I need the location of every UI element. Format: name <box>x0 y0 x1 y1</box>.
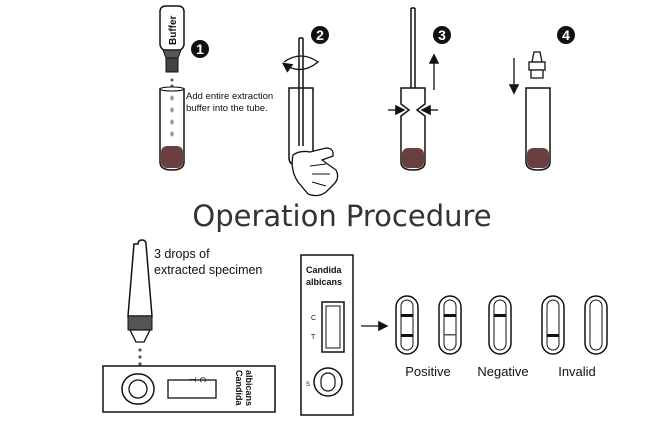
svg-text:4: 4 <box>562 27 570 43</box>
svg-text:Candida: Candida <box>234 370 244 406</box>
invalid-window-2 <box>584 295 608 355</box>
invalid-label: Invalid <box>558 364 596 379</box>
negative-label: Negative <box>477 364 528 379</box>
svg-text:C: C <box>311 315 316 322</box>
svg-text:T: T <box>188 377 197 382</box>
negative-window <box>488 295 512 355</box>
svg-text:Candida: Candida <box>306 265 342 275</box>
invalid-window-1 <box>541 295 565 355</box>
hand-icon <box>291 147 339 197</box>
svg-text:1: 1 <box>196 41 204 57</box>
control-band <box>494 314 506 317</box>
test-cassette-flat: T C Candida albicans <box>102 365 276 413</box>
step3-number-badge: 3 <box>433 26 451 44</box>
specimen-label-line1: 3 drops of <box>154 247 210 261</box>
svg-text:S: S <box>306 382 310 388</box>
step2-number-badge: 2 <box>311 26 329 44</box>
specimen-label-line2: extracted specimen <box>154 263 262 277</box>
test-cassette-vertical: Candida albicans C T S <box>300 254 354 416</box>
svg-text:albicans: albicans <box>306 277 342 287</box>
control-band <box>444 314 456 317</box>
page-heading: Operation Procedure <box>192 199 491 233</box>
svg-text:3: 3 <box>438 27 446 43</box>
dropper-cap <box>528 51 546 79</box>
step3-tube <box>400 87 426 171</box>
positive-label: Positive <box>405 364 451 379</box>
svg-text:Buffer: Buffer <box>168 15 179 45</box>
svg-text:T: T <box>311 334 316 341</box>
step1-drops <box>170 78 174 88</box>
step3-swab <box>410 7 416 92</box>
step1-caption-line2: buffer into the tube. <box>186 103 268 114</box>
svg-text:2: 2 <box>316 27 324 43</box>
test-band <box>547 334 559 337</box>
control-band <box>401 314 413 317</box>
step1-number-badge: 1 <box>191 40 209 58</box>
test-band-faint <box>444 334 456 336</box>
step1-buffer-bottle: Buffer <box>159 5 185 73</box>
specimen-drops <box>138 348 142 366</box>
positive-window-2 <box>438 295 462 355</box>
svg-text:C: C <box>198 377 207 383</box>
test-band <box>401 334 413 337</box>
rotate-arrow-icon <box>281 55 320 73</box>
step4-number-badge: 4 <box>557 26 575 44</box>
positive-window-1 <box>395 295 419 355</box>
step4-tube <box>525 87 551 171</box>
svg-text:albicans: albicans <box>244 370 254 406</box>
step1-caption-line1: Add entire extraction <box>186 91 273 102</box>
specimen-dropper-tube <box>127 239 153 343</box>
step1-tube <box>159 86 185 171</box>
